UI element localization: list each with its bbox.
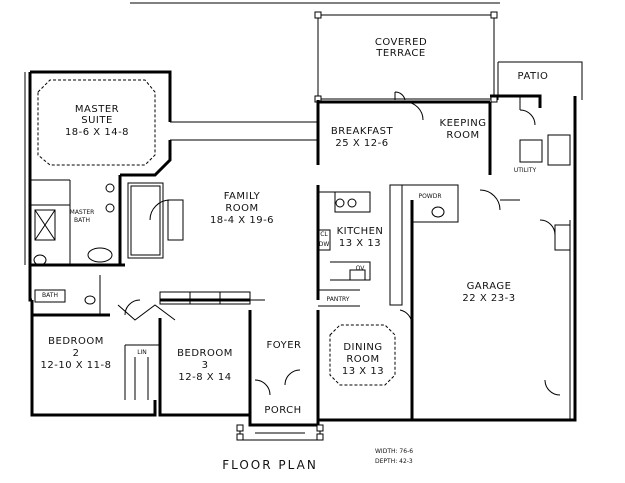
svg-text:ROOM: ROOM xyxy=(225,203,258,214)
svg-text:13 X 13: 13 X 13 xyxy=(339,238,381,249)
svg-text:13 X 13: 13 X 13 xyxy=(342,366,384,377)
svg-text:MASTER: MASTER xyxy=(70,209,95,216)
master-suite-label: MASTER SUITE 18-6 X 14-8 xyxy=(65,104,129,138)
dining-room-label: DINING ROOM 13 X 13 xyxy=(342,342,384,377)
svg-text:18-6 X 14-8: 18-6 X 14-8 xyxy=(65,127,129,138)
porch-label: PORCH xyxy=(264,405,301,416)
exterior-walls xyxy=(24,70,577,441)
svg-text:FAMILY: FAMILY xyxy=(224,191,261,202)
breakfast-label: BREAKFAST 25 X 12-6 xyxy=(331,126,394,149)
bedroom2-label: BEDROOM 2 12-10 X 11-8 xyxy=(41,336,112,371)
svg-text:ROOM: ROOM xyxy=(446,130,479,141)
svg-text:12-8 X 14: 12-8 X 14 xyxy=(178,372,231,383)
svg-text:KEEPING: KEEPING xyxy=(440,118,487,129)
width-dimension: WIDTH: 76-6 xyxy=(375,448,413,455)
svg-text:22 X 23-3: 22 X 23-3 xyxy=(462,293,515,304)
family-room-label: FAMILY ROOM 18-4 X 19-6 xyxy=(210,191,274,226)
utility-label: UTILITY xyxy=(514,167,537,174)
svg-text:MASTER: MASTER xyxy=(75,104,119,115)
pantry-label: PANTRY xyxy=(327,296,350,303)
bath-label: BATH xyxy=(42,292,58,299)
svg-text:DINING: DINING xyxy=(343,342,382,353)
patio xyxy=(497,61,583,100)
garage-label: GARAGE 22 X 23-3 xyxy=(462,281,515,304)
oven-label: OV xyxy=(356,265,366,272)
fixtures xyxy=(33,134,571,305)
svg-text:BATH: BATH xyxy=(74,217,90,224)
powder-label: POWDR xyxy=(418,193,441,200)
svg-text:BREAKFAST: BREAKFAST xyxy=(331,126,394,137)
bedroom3-label: BEDROOM 3 12-8 X 14 xyxy=(177,348,233,383)
floor-plan-title: FLOOR PLAN xyxy=(222,458,318,472)
svg-text:3: 3 xyxy=(202,360,209,371)
svg-text:COVERED: COVERED xyxy=(375,37,427,48)
door-swings xyxy=(124,101,561,396)
covered-terrace xyxy=(314,11,498,103)
svg-text:2: 2 xyxy=(73,348,80,359)
svg-text:25 X 12-6: 25 X 12-6 xyxy=(335,138,388,149)
master-bath-label: MASTER BATH xyxy=(70,209,95,224)
depth-dimension: DEPTH: 42-3 xyxy=(375,458,413,465)
dishwasher-label: DW xyxy=(319,241,330,248)
patio-label: PATIO xyxy=(518,71,549,82)
closet-label: CL xyxy=(320,231,328,238)
linen-label: LIN xyxy=(137,349,147,356)
interior-walls xyxy=(30,79,520,400)
kitchen-label: KITCHEN 13 X 13 xyxy=(337,226,384,249)
svg-text:18-4 X 19-6: 18-4 X 19-6 xyxy=(210,215,274,226)
svg-text:ROOM: ROOM xyxy=(346,354,379,365)
svg-text:SUITE: SUITE xyxy=(81,115,113,126)
keeping-room-label: KEEPING ROOM xyxy=(440,118,487,141)
svg-text:BEDROOM: BEDROOM xyxy=(48,336,104,347)
svg-text:12-10 X 11-8: 12-10 X 11-8 xyxy=(41,360,112,371)
svg-text:TERRACE: TERRACE xyxy=(375,48,425,59)
foyer-label: FOYER xyxy=(267,340,302,351)
covered-terrace-label: COVERED TERRACE xyxy=(375,37,427,59)
svg-text:KITCHEN: KITCHEN xyxy=(337,226,384,237)
svg-text:BEDROOM: BEDROOM xyxy=(177,348,233,359)
svg-text:GARAGE: GARAGE xyxy=(467,281,512,292)
